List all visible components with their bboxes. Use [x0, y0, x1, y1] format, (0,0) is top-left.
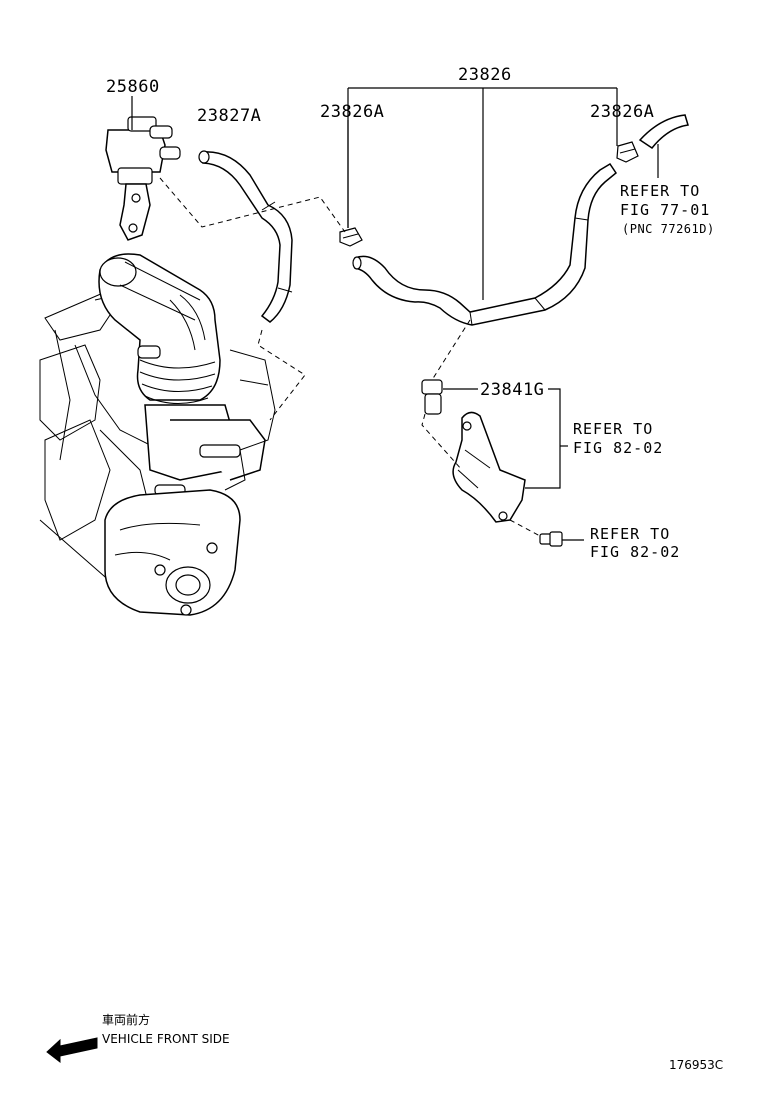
- vsv-valve-25860: [105, 116, 181, 241]
- leader-lines: [131, 87, 659, 541]
- hose-23827A: [198, 150, 293, 323]
- label-23826A-right: 23826A: [590, 102, 654, 122]
- figure-id: 176953C: [669, 1058, 723, 1072]
- ref-fig8202-bolt-line2: FIG 82-02: [590, 543, 680, 561]
- vehicle-front-arrow-icon: [46, 1037, 98, 1064]
- ref-fig7701-line3: (PNC 77261D): [622, 222, 715, 236]
- engine-assembly-drawing: [39, 253, 276, 616]
- ref-fig8202-bracket-line2: FIG 82-02: [573, 439, 663, 457]
- ref-fig8202-bolt-line1: REFER TO: [590, 525, 670, 543]
- dashed-connector-lines: [159, 177, 541, 537]
- clamp-23826A-left: [339, 227, 363, 247]
- label-23827A: 23827A: [197, 106, 261, 126]
- bolt: [539, 531, 563, 547]
- hose-23826: [352, 162, 618, 326]
- clamp-23826A-right: [616, 114, 689, 163]
- direction-label-en: VEHICLE FRONT SIDE: [102, 1032, 230, 1046]
- ref-fig7701-line2: FIG 77-01: [620, 201, 710, 219]
- label-25860: 25860: [106, 77, 160, 97]
- clip-23841G: [421, 379, 443, 415]
- ref-fig7701-line1: REFER TO: [620, 182, 700, 200]
- label-23841G: 23841G: [480, 380, 544, 400]
- ref-fig8202-bracket-line1: REFER TO: [573, 420, 653, 438]
- label-23826A-left: 23826A: [320, 102, 384, 122]
- label-23826: 23826: [458, 65, 512, 85]
- bracket: [452, 411, 526, 523]
- direction-label-jp: 車両前方: [102, 1012, 150, 1027]
